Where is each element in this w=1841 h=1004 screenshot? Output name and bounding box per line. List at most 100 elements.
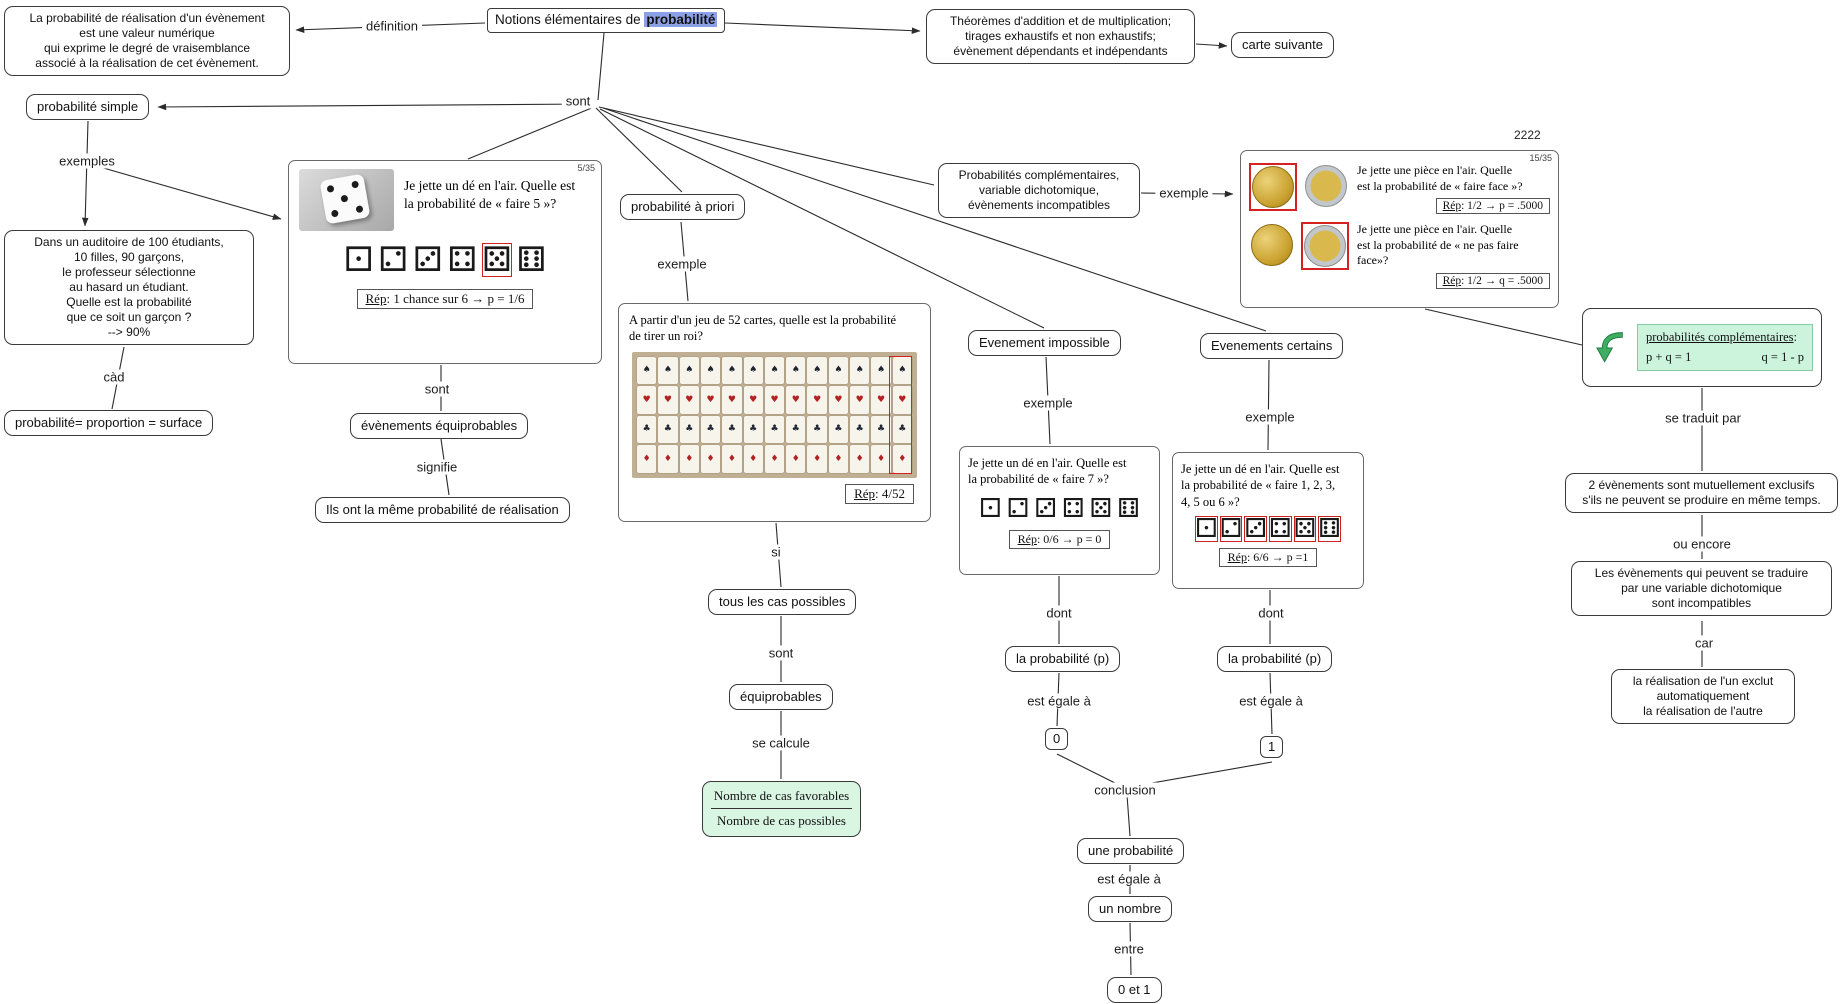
la-probabilite-p-node[interactable]: la probabilité (p) xyxy=(1217,646,1333,673)
mini-card: ♥ xyxy=(658,386,678,414)
dice-faces-row: ⚀⚁⚂⚃⚄⚅ xyxy=(1181,513,1355,544)
connector xyxy=(1134,761,1273,787)
edge-label-cad: càd xyxy=(99,369,129,385)
connector xyxy=(1424,308,1583,346)
coin-highlight-box xyxy=(1301,222,1349,271)
evenements-equiprobables-node[interactable]: évènements équiprobables xyxy=(350,413,529,440)
definition-node[interactable]: La probabilité de réalisation d'un évène… xyxy=(4,6,290,76)
realisation-exclut-node[interactable]: la réalisation de l'un exclut automatiqu… xyxy=(1611,669,1795,724)
edge-label-si: si xyxy=(767,544,785,560)
mini-card: ♥ xyxy=(637,386,657,414)
probabilites-complementaires-node[interactable]: Probabilités complémentaires, variable d… xyxy=(938,163,1140,218)
coin-pile-icon xyxy=(1304,225,1346,268)
connector xyxy=(467,106,595,160)
meme-probabilite-node[interactable]: Ils ont la même probabilité de réalisati… xyxy=(315,497,570,524)
edge-label-se-calcule: se calcule xyxy=(748,735,814,751)
page-number: 5/35 xyxy=(577,163,595,173)
slide-dice-faire7[interactable]: Je jette un dé en l'air. Quelle est la p… xyxy=(959,446,1160,575)
mini-card: ♦ xyxy=(764,445,785,473)
tous-les-cas-node[interactable]: tous les cas possibles xyxy=(708,589,857,616)
mini-card: ♦ xyxy=(828,445,849,473)
proportion-node[interactable]: probabilité= proportion = surface xyxy=(4,410,214,437)
connector xyxy=(85,162,282,220)
edge-label-sont: sont xyxy=(561,93,595,109)
dice-faces-row: ⚀⚁⚂⚃⚄⚅ xyxy=(299,243,591,277)
edge-label-dont: dont xyxy=(1254,605,1288,621)
slide-cards-52[interactable]: A partir d'un jeu de 52 cartes, quelle e… xyxy=(618,303,931,522)
carte-suivante-node[interactable]: carte suivante xyxy=(1231,32,1334,59)
slide-dice-faire5[interactable]: 5/35 Je jette un dé en l'air. Quelle est… xyxy=(288,160,602,364)
answer-box: Rép: 1/2 → q = .5000 xyxy=(1435,272,1550,289)
mini-card: ♣ xyxy=(871,415,891,443)
slide-dice-certain[interactable]: Je jette un dé en l'air. Quelle est la p… xyxy=(1172,452,1364,589)
connector xyxy=(602,107,1267,332)
answer-box: Rép: 4/52 xyxy=(845,483,914,504)
mini-card: ♥ xyxy=(807,386,827,414)
un-nombre-node[interactable]: un nombre xyxy=(1088,896,1173,923)
edge-label-definition: définition xyxy=(361,18,423,34)
mini-card: ♣ xyxy=(700,415,721,443)
mini-card: ♣ xyxy=(807,415,827,443)
mini-card: ♥ xyxy=(892,386,912,414)
die-face-glyph: ⚂ xyxy=(412,240,443,280)
mini-card: ♠ xyxy=(679,356,699,384)
die-face-glyph: ⚁ xyxy=(1219,513,1243,544)
auditoire-example-node[interactable]: Dans un auditoire de 100 étudiants, 10 f… xyxy=(4,230,254,345)
one-node[interactable]: 1 xyxy=(1260,736,1284,759)
cards-grid: ♠♠♠♠♠♠♠♠♠♠♠♠♠♥♥♥♥♥♥♥♥♥♥♥♥♥♣♣♣♣♣♣♣♣♣♣♣♣♣♦… xyxy=(637,356,912,473)
edge-label-exemple: exemple xyxy=(1155,185,1213,201)
cards-photo: ♠♠♠♠♠♠♠♠♠♠♠♠♠♥♥♥♥♥♥♥♥♥♥♥♥♥♣♣♣♣♣♣♣♣♣♣♣♣♣♦… xyxy=(632,351,917,478)
mini-card: ♥ xyxy=(679,386,699,414)
connector xyxy=(157,103,593,111)
connector xyxy=(598,106,935,186)
mini-card: ♣ xyxy=(658,415,678,443)
edge-label-ou-encore: ou encore xyxy=(1669,536,1735,552)
mutuellement-exclusifs-node[interactable]: 2 évènements sont mutuellement exclusifs… xyxy=(1565,473,1838,513)
evenements-certains-node[interactable]: Evenements certains xyxy=(1200,333,1344,360)
mini-card: ♠ xyxy=(807,356,827,384)
main-topic-highlight: probabilité xyxy=(644,12,718,27)
answer-box: Rép: 1 chance sur 6 → p = 1/6 xyxy=(356,289,534,309)
edge-label-est-egale-a: est égale à xyxy=(1093,871,1165,887)
fraction-node[interactable]: Nombre de cas favorables Nombre de cas p… xyxy=(702,781,861,837)
answer-box: Rép: 1/2 → p = .5000 xyxy=(1435,198,1550,215)
theorems-node[interactable]: Théorèmes d'addition et de multiplicatio… xyxy=(926,9,1195,64)
answer-box: Rép: 0/6 → p = 0 xyxy=(1008,529,1111,549)
zero-node[interactable]: 0 xyxy=(1045,728,1069,751)
probabilite-a-priori-node[interactable]: probabilité à priori xyxy=(620,194,746,221)
zero-et-un-node[interactable]: 0 et 1 xyxy=(1107,977,1162,1004)
mini-card: ♦ xyxy=(658,445,678,473)
slide-complementaires[interactable]: probabilités complémentaires: p + q = 1 … xyxy=(1582,308,1822,387)
die-face-glyph: ⚀ xyxy=(979,493,1002,524)
la-probabilite-p-node[interactable]: la probabilité (p) xyxy=(1005,646,1121,673)
question-text: Je jette une pièce en l'air. Quelle est … xyxy=(1357,222,1519,268)
mini-card: ♦ xyxy=(700,445,721,473)
fraction-denominator: Nombre de cas possibles xyxy=(717,813,846,829)
probabilite-simple-node[interactable]: probabilité simple xyxy=(26,94,150,121)
connector xyxy=(1126,794,1131,837)
mini-card: ♥ xyxy=(722,386,742,414)
question-text: A partir d'un jeu de 52 cartes, quelle e… xyxy=(629,313,897,344)
die-photo xyxy=(299,169,394,231)
main-topic-text: Notions élémentaires de xyxy=(495,12,645,27)
evenement-impossible-node[interactable]: Evenement impossible xyxy=(968,330,1121,357)
connector xyxy=(595,107,683,193)
slide-coins[interactable]: 15/35 Je jette une pièce en l'air. Quell… xyxy=(1240,150,1559,308)
die-face-glyph: ⚂ xyxy=(1244,513,1267,544)
mini-card: ♠ xyxy=(871,356,891,384)
edge-label-se-traduit-par: se traduit par xyxy=(1661,410,1745,426)
main-topic-node[interactable]: Notions élémentaires de probabilité xyxy=(487,8,726,33)
equiprobables-node[interactable]: équiprobables xyxy=(729,684,833,711)
variable-dichotomique-node[interactable]: Les évènements qui peuvent se traduire p… xyxy=(1571,561,1832,616)
mini-card: ♣ xyxy=(850,415,870,443)
edge-label-conclusion: conclusion xyxy=(1090,782,1160,798)
mini-card: ♠ xyxy=(700,356,721,384)
une-probabilite-node[interactable]: une probabilité xyxy=(1077,838,1185,865)
note-text: 2222 xyxy=(1514,128,1541,142)
curved-arrow-icon xyxy=(1596,331,1623,363)
edge-label-sont: sont xyxy=(764,645,798,661)
mini-card: ♣ xyxy=(828,415,849,443)
coin-pile-icon xyxy=(1305,165,1347,207)
die-face-glyph: ⚅ xyxy=(516,240,547,280)
edge-label-exemples: exemples xyxy=(55,153,119,169)
